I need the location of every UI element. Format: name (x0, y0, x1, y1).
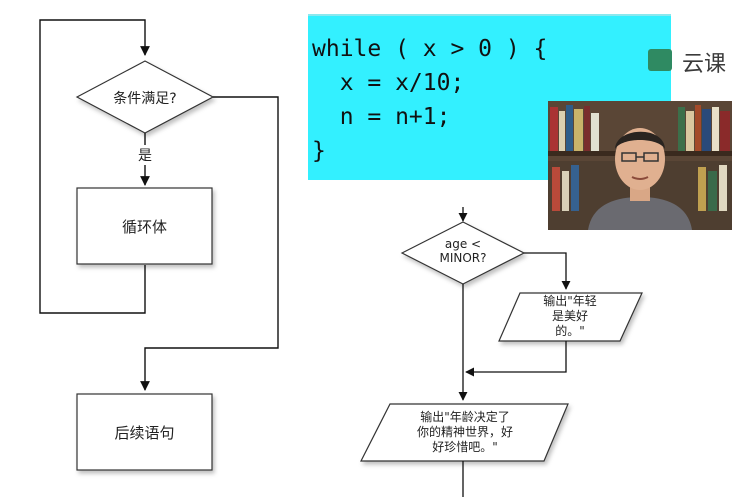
yes-label: 是 (132, 145, 158, 165)
output-young-line3: 的。" (555, 324, 585, 338)
output-age-parallelogram (360, 403, 569, 462)
next-statement-box (76, 393, 213, 471)
condition-label: 条件满足? (113, 91, 177, 107)
logo-text: 云课 (682, 52, 727, 77)
presenter-video-icon (548, 101, 732, 230)
age-condition-line1: age < (444, 237, 482, 251)
next-statement-label: 后续语句 (114, 424, 175, 442)
code-line-1: while ( x > 0 ) { (312, 36, 548, 62)
output-age-line1: 输出"年龄决定了 (420, 410, 510, 424)
yes-branch-line (524, 252, 571, 290)
presenter-video (548, 101, 732, 230)
logo: 云课 (648, 44, 732, 78)
code-line-2: x = x/10; (312, 70, 465, 96)
output-young-parallelogram (498, 292, 643, 342)
code-line-4: } (312, 138, 326, 164)
loop-body-label: 循环体 (121, 218, 167, 236)
age-condition-line2: MINOR? (439, 251, 487, 265)
merge-line (465, 341, 567, 377)
loop-body-box (76, 187, 213, 265)
code-line-3: n = n+1; (312, 104, 451, 130)
output-age-line3: 好珍惜吧。" (432, 440, 498, 454)
cloud-logo-icon (648, 49, 672, 71)
no-branch-line (140, 96, 279, 391)
output-young-line1: 输出"年轻 (543, 294, 597, 308)
loop-back-line (39, 19, 150, 314)
output-young-line2: 是美好 (551, 309, 588, 323)
output-age-line2: 你的精神世界，好 (416, 425, 513, 439)
